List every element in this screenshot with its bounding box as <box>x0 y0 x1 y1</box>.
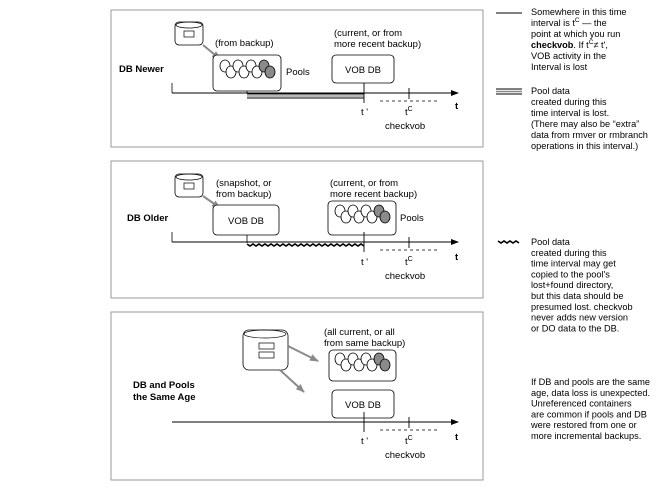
legend: Somewhere in this time interval is tC — … <box>496 7 650 441</box>
legend-line: or DO data to the DB. <box>531 323 619 333</box>
panel-title: DB Older <box>127 213 168 224</box>
legend-line: created during this <box>531 97 607 107</box>
legend-thin-l1: Somewhere in this time <box>531 7 627 17</box>
legend-line: presumed lost. checkvob <box>531 302 633 312</box>
tc-label: tC <box>405 435 413 447</box>
legend-line: time interval may get <box>531 259 616 269</box>
snapshot-note-line1: (snapshot, or <box>216 178 271 189</box>
legend-line: If DB and pools are the same <box>531 377 650 387</box>
legend-line: Unreferenced containers <box>531 399 632 409</box>
snapshot-note-line2: from backup) <box>216 189 271 200</box>
disk-icon <box>174 173 204 198</box>
same-note-line1: (all current, or all <box>324 327 395 338</box>
t-prime-label: t ' <box>361 436 368 447</box>
legend-line: lost+found directory, <box>531 280 613 290</box>
vob-note-line2: more recent backup) <box>334 39 421 50</box>
panel-db-newer: (from backup) DB Newer Pools (current, o… <box>110 9 484 148</box>
checkvob-label: checkvob <box>385 121 425 132</box>
pools-note-line2: more recent backup) <box>330 189 417 200</box>
panel-frame <box>110 9 484 148</box>
pools-label: Pools <box>286 67 310 78</box>
panel-title-line2: the Same Age <box>133 392 195 403</box>
tc-label: tC <box>405 106 413 118</box>
pool-containers-icon <box>334 352 391 372</box>
legend-line: never adds new version <box>531 313 628 323</box>
checkvob-label: checkvob <box>385 271 425 282</box>
legend-line: age, data loss is unexpected. <box>531 388 650 398</box>
legend-thin-l4: checkvob. If tC≠ t', <box>531 39 608 50</box>
legend-line: Pool data <box>531 86 571 96</box>
legend-thin-l5: VOB activity in the <box>531 51 606 61</box>
disk-icon <box>174 21 204 46</box>
same-note-line2: from same backup) <box>324 338 405 349</box>
legend-line: are common if pools and DB <box>531 409 647 419</box>
legend-line: were restored from one or <box>530 420 637 430</box>
t-prime-label: t ' <box>361 107 368 118</box>
legend-line: operations in this interval.) <box>531 141 638 151</box>
legend-line: copied to the pool's <box>531 269 610 279</box>
time-axis-label: t <box>455 252 459 263</box>
panel-title: DB Newer <box>119 64 164 75</box>
legend-line: Pool data <box>531 237 571 247</box>
disk-icon <box>242 329 289 371</box>
from-backup-note: (from backup) <box>215 38 274 49</box>
legend-thin-l6: Interval is lost <box>531 62 588 72</box>
panel-title-line1: DB and Pools <box>133 380 195 391</box>
pool-containers-icon <box>219 59 276 79</box>
restore-arrow-db <box>279 369 305 393</box>
legend-line: (There may also be “extra” <box>531 119 639 129</box>
vob-db-box <box>331 389 395 419</box>
legend-line: created during this <box>531 248 607 258</box>
checkvob-label: checkvob <box>385 450 425 461</box>
pool-containers-icon <box>334 204 391 224</box>
panel-frame <box>110 160 484 299</box>
panel-db-older: (snapshot, or from backup) DB Older VOB … <box>110 160 484 299</box>
vob-db-box <box>331 54 395 84</box>
vob-db-label: VOB DB <box>345 400 381 411</box>
maybe-lost-zigzag-line <box>246 243 365 247</box>
vob-db-label: VOB DB <box>228 216 264 227</box>
time-axis-label: t <box>455 101 459 112</box>
pools-note-line1: (current, or from <box>330 178 398 189</box>
vob-db-box <box>212 204 280 236</box>
restore-arrow-pools <box>287 345 319 362</box>
lost-interval-thick-line <box>247 93 364 99</box>
t-prime-label: t ' <box>361 257 368 268</box>
pools-label: Pools <box>400 213 424 224</box>
legend-line: but this data should be <box>531 291 623 301</box>
legend-line: more incremental backups. <box>531 431 641 441</box>
legend-thin-l2: interval is tC — the <box>531 17 607 28</box>
panel-frame <box>110 311 484 481</box>
time-axis-label: t <box>455 432 459 443</box>
legend-zigzag-swatch <box>497 240 520 244</box>
tc-label: tC <box>405 256 413 268</box>
legend-thin-l3: point at which you run <box>531 29 620 39</box>
legend-line: time interval is lost. <box>531 108 609 118</box>
legend-thick-line-swatch <box>496 88 522 95</box>
panel-same-age: (all current, or all from same backup) V… <box>110 311 484 481</box>
legend-line: data from rmver or rmbranch <box>531 130 648 140</box>
vob-note-line1: (current, or from <box>334 28 402 39</box>
vob-db-label: VOB DB <box>345 65 381 76</box>
